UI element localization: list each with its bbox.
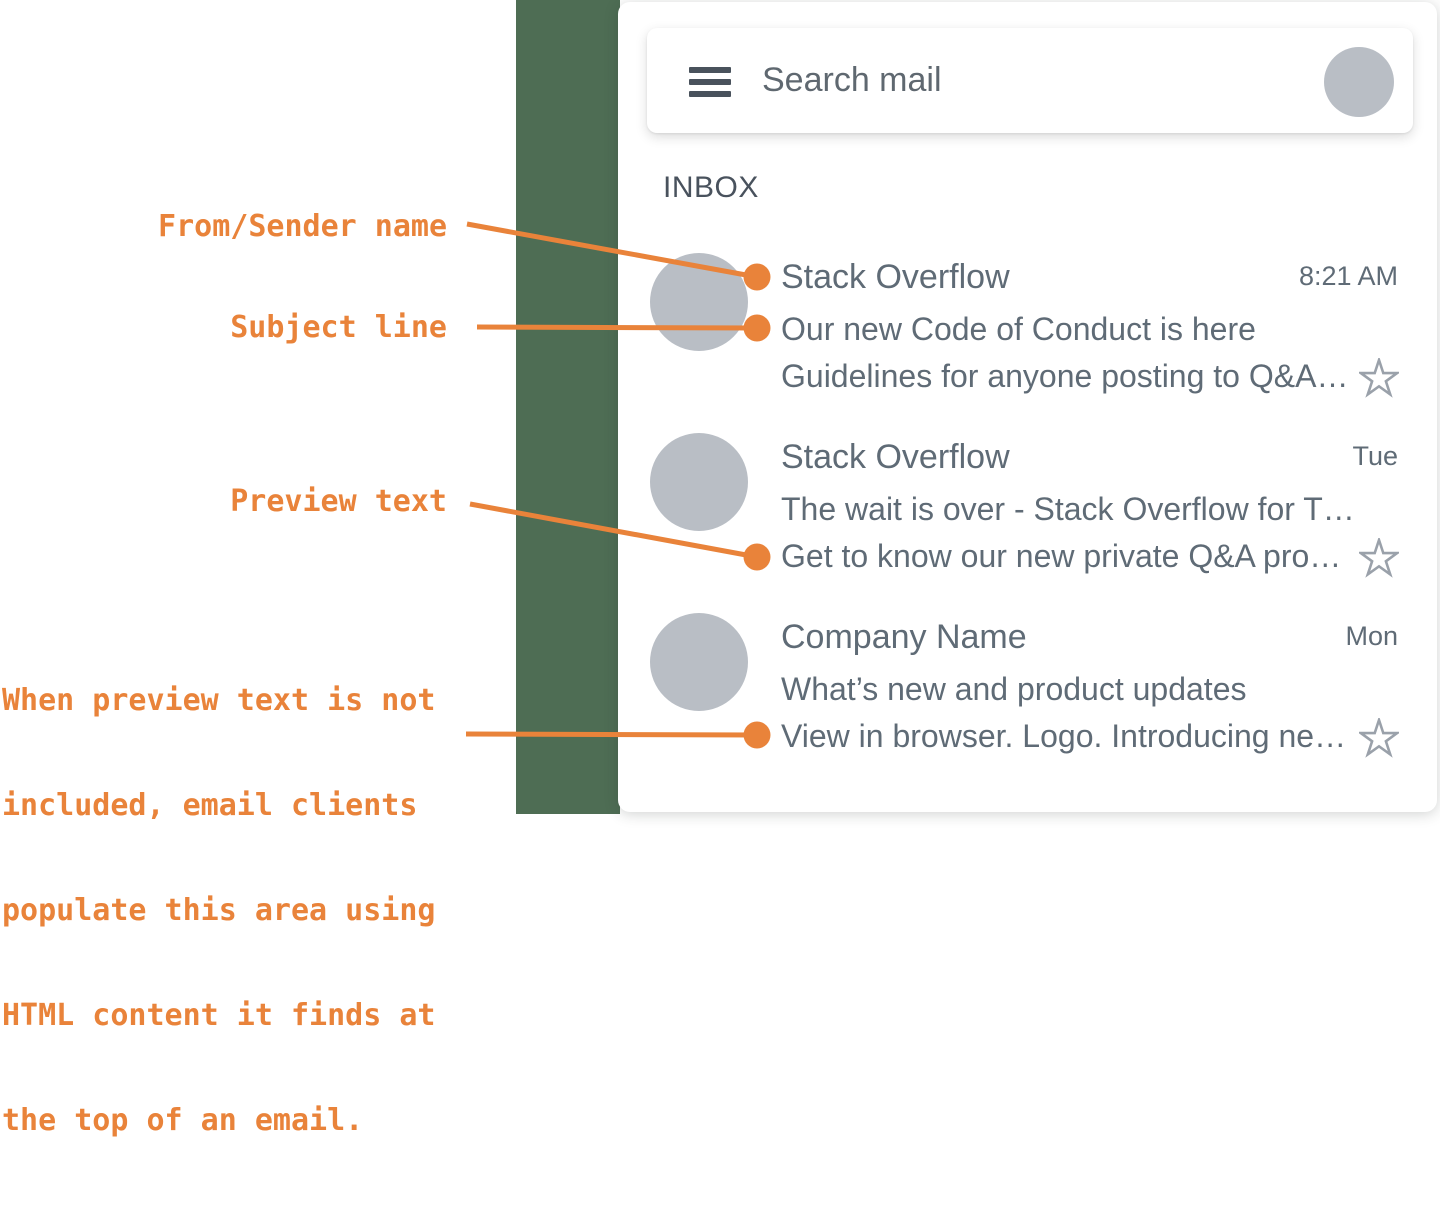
callout-paragraph-line: populate this area using [2, 893, 436, 928]
callout-paragraph-line: HTML content it finds at [2, 998, 436, 1033]
email-time: 8:21 AM [1298, 261, 1398, 291]
email-preview: View in browser. Logo. Introducing ne… [781, 718, 1347, 754]
email-subject: What’s new and product updates [781, 671, 1247, 707]
account-avatar[interactable] [1324, 47, 1394, 117]
sender-avatar [650, 613, 748, 711]
search-input[interactable] [647, 28, 1402, 133]
callout-preview-text-label: Preview text [230, 484, 447, 519]
callout-preview-explanation: When preview text is not included, email… [2, 613, 435, 1208]
sender-name: Stack Overflow [781, 438, 1010, 476]
email-subject: The wait is over - Stack Overflow for T… [781, 491, 1355, 527]
callout-subject-line-label: Subject line [230, 310, 447, 345]
star-icon[interactable] [1359, 358, 1399, 398]
inbox-heading: INBOX [663, 171, 759, 204]
star-icon[interactable] [1359, 538, 1399, 578]
sender-avatar [650, 433, 748, 531]
email-subject: Our new Code of Conduct is here [781, 311, 1256, 347]
callout-paragraph-line: included, email clients [2, 788, 418, 823]
email-list-item[interactable]: Stack Overflow Tue The wait is over - St… [650, 433, 1399, 593]
sender-avatar [650, 253, 748, 351]
star-icon[interactable] [1359, 718, 1399, 758]
callout-from-sender-label: From/Sender name [158, 209, 447, 244]
background-strip [516, 0, 620, 814]
email-time: Tue [1352, 441, 1398, 471]
sender-name: Stack Overflow [781, 258, 1010, 296]
email-list-item[interactable]: Company Name Mon What’s new and product … [650, 613, 1399, 773]
page: INBOX Stack Overflow 8:21 AM Our new Cod… [2, 0, 1437, 1138]
callout-paragraph-line: When preview text is not [2, 683, 436, 718]
callout-paragraph-line: the top of an email. [2, 1103, 364, 1138]
email-client-panel: INBOX Stack Overflow 8:21 AM Our new Cod… [618, 2, 1437, 812]
search-bar [647, 28, 1413, 133]
email-preview: Get to know our new private Q&A pro… [781, 538, 1342, 574]
email-list-item[interactable]: Stack Overflow 8:21 AM Our new Code of C… [650, 253, 1399, 413]
sender-name: Company Name [781, 618, 1027, 656]
email-time: Mon [1345, 621, 1398, 651]
email-preview: Guidelines for anyone posting to Q&A… [781, 358, 1349, 394]
